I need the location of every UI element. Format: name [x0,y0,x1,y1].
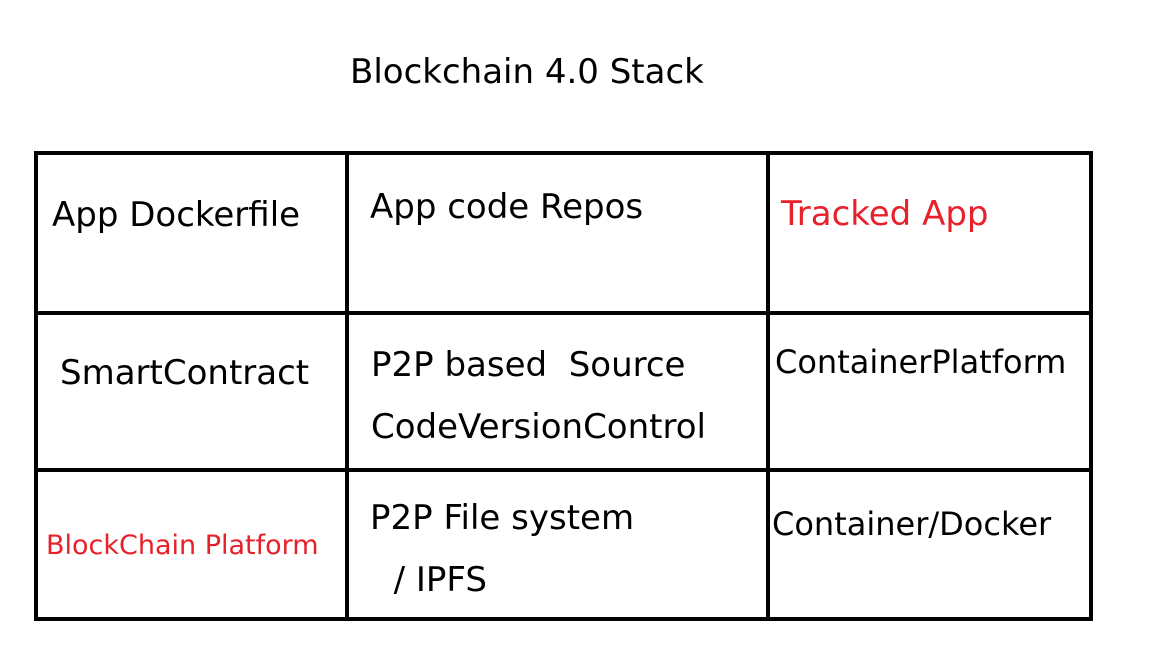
cell-app-code-repos: App code Repos [370,187,644,227]
diagram-title: Blockchain 4.0 Stack [350,52,704,92]
cell-p2p-source-line2: CodeVersionControl [371,407,706,447]
cell-blockchain-platform: BlockChain Platform [46,530,319,561]
cell-p2p-source-line1: P2P based Source [371,345,686,385]
cell-container-platform: ContainerPlatform [775,343,1067,381]
cell-p2p-file-system-line2: / IPFS [372,560,487,600]
cell-app-dockerfile: App Dockerfile [52,195,301,235]
cell-p2p-file-system-line1: P2P File system [370,498,635,538]
cell-tracked-app: Tracked App [781,194,989,234]
cell-container-docker: Container/Docker [772,505,1052,543]
cell-smart-contract: SmartContract [60,353,310,393]
